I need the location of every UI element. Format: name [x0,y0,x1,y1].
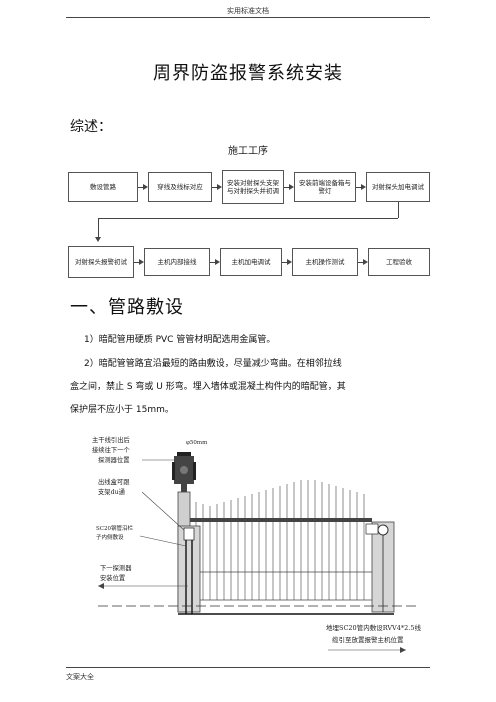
arrow-icon [217,184,222,190]
flow-connector [98,218,398,219]
callout-2a: 出线盒可跟 [98,477,130,486]
flow-step-9: 主机操作测试 [292,248,358,276]
arrow-icon [289,184,294,190]
flow-connector [284,187,290,188]
callout-1a: 主干线引出后 [92,435,130,444]
arrow-left-icon [98,583,104,589]
flow-step-2: 穿线及线标对应 [148,172,212,202]
arrow-icon [363,259,368,265]
document-title: 周界防盗报警系统安装 [153,63,343,84]
flow-step-8: 主机加电调试 [220,248,282,276]
flow-connector [210,262,216,263]
arrow-icon [361,184,366,190]
callout-4a: 下一探测器 [100,563,132,572]
flow-step-10: 工程验收 [368,248,430,276]
fence [195,480,365,600]
flow-title: 施工工序 [228,146,268,157]
flow-connector [138,187,144,188]
page-header: 实用标准文档 [227,7,269,15]
arrow-down-icon [95,237,101,242]
flow-step-1: 敷设管路 [68,172,138,202]
flow-step-5: 对射探头加电调试 [366,172,430,202]
callout-1b: 接续往下一个 [92,445,130,454]
paragraph-2-line-1: 2）暗配管管路宜沿最短的路由敷设，尽量减少弯曲。在相邻拉线 [84,359,342,369]
header-rule [66,17,430,18]
junction-base [177,525,201,613]
detector-icon [377,524,389,536]
footer-rule [66,667,430,668]
paragraph-2-line-3: 保护层不应小于 15mm。 [70,405,174,415]
flow-step-3: 安装对射探头支架与对射探头并初调 [222,170,284,204]
arrow-icon [143,184,148,190]
flow-connector [398,202,399,218]
flow-step-4: 安装前端设备箱与警灯 [294,172,356,202]
junction-box [183,527,195,541]
detector-icon [172,452,196,492]
installation-diagram: φ50mm [92,435,421,653]
flow-connector [356,187,362,188]
section-heading: 一、管路敷设 [70,297,184,318]
flow-connector [282,262,288,263]
overview-label: 综述： [70,119,112,135]
arrow-icon [287,259,292,265]
callout-3b: 子内侧敷设 [96,533,124,541]
paragraph-2-line-2: 盒之间，禁止 S 弯或 U 形弯。埋入墙体或混凝土构件内的暗配管，其 [70,382,346,392]
pipe-label: φ50mm [186,440,208,446]
flow-connector [212,187,218,188]
flow-step-6: 对射探头报警初试 [68,246,134,278]
bottom-callout-line-2: 缆引至放置报警主机位置 [332,635,404,644]
callout-2b: 支架du通 [98,487,126,496]
flow-connector [98,218,99,238]
paragraph-1: 1）暗配管用硬质 PVC 管管材明配选用金属管。 [84,335,276,345]
flow-connector [358,262,364,263]
arrow-icon [215,259,220,265]
callout-3a: SC20钢管沿栏 [96,524,133,532]
flow-step-7: 主机内部接线 [144,248,210,276]
page-footer: 文案大全 [66,673,94,681]
callout-1c: 探测器位置 [98,455,129,464]
arrow-right-icon [400,647,406,653]
flow-connector [134,262,140,263]
bottom-callout-line-1: 地埋SC20管内敷设RVV4*2.5线 [326,623,421,632]
callout-4b: 安装位置 [100,573,125,582]
arrow-icon [139,259,144,265]
fence-rail [190,518,372,522]
